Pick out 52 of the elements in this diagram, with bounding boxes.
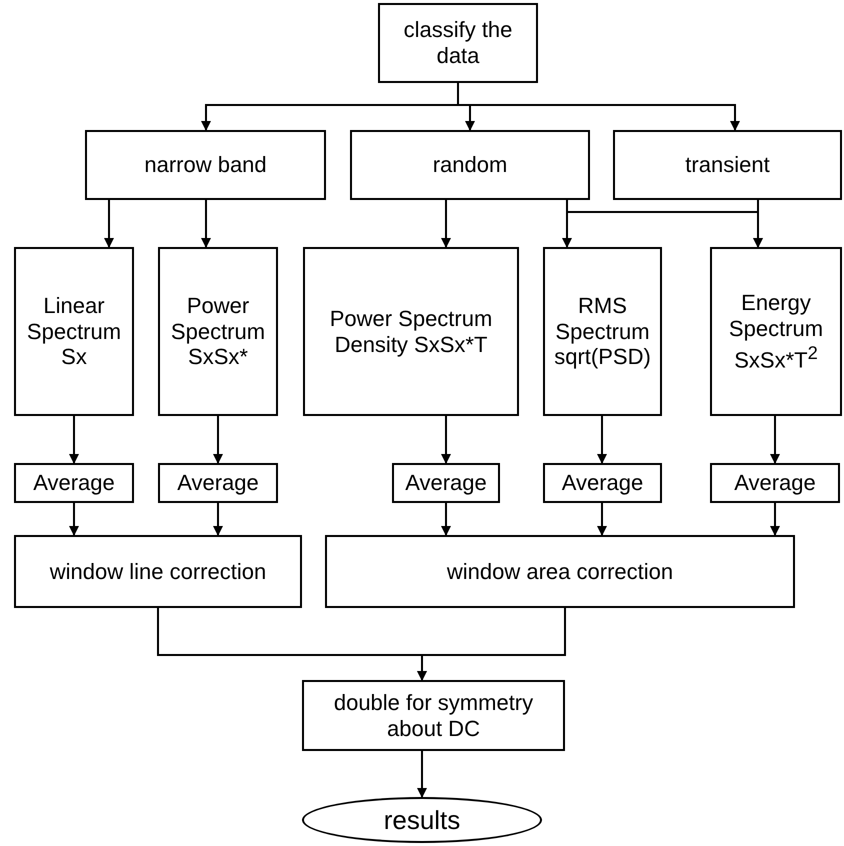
arrow <box>597 416 607 464</box>
node-label: window area correction <box>446 558 674 584</box>
node-label: Average <box>562 470 644 496</box>
arrow <box>213 503 223 536</box>
process-box <box>14 463 134 503</box>
node-label: results <box>384 804 460 836</box>
arrow <box>213 416 223 464</box>
process-box <box>710 247 842 416</box>
process-box <box>158 247 278 416</box>
process-box <box>350 130 590 200</box>
process-box <box>302 680 565 751</box>
arrow <box>597 503 607 536</box>
node-label: Average <box>177 470 259 496</box>
node-label: Energy Spectrum SxSx*T$^{2}$ <box>728 290 824 374</box>
process-box <box>613 130 842 200</box>
process-box <box>14 247 134 416</box>
arrow <box>770 416 780 464</box>
arrow <box>69 416 79 464</box>
process-box <box>303 247 519 416</box>
arrow <box>441 503 451 536</box>
node-label: transient <box>685 152 770 178</box>
node-label: random <box>432 152 508 178</box>
process-box <box>325 535 795 608</box>
process-box <box>158 463 278 503</box>
node-label: Power Spectrum Density SxSx*T <box>328 306 494 358</box>
node-label: Average <box>734 470 816 496</box>
node-label: window line correction <box>50 558 266 584</box>
arrow <box>441 200 451 248</box>
arrow <box>753 200 763 248</box>
process-box <box>710 463 840 503</box>
node-label: Average <box>405 470 487 496</box>
process-box <box>543 463 662 503</box>
arrow <box>770 503 780 536</box>
node-label: classify the data <box>402 17 514 69</box>
process-box <box>392 463 500 503</box>
node-label: RMS Spectrum sqrt(PSD) <box>553 292 652 370</box>
process-box <box>85 130 326 200</box>
process-box <box>543 247 662 416</box>
arrow <box>104 200 114 248</box>
process-box <box>378 3 538 83</box>
arrow <box>441 416 451 464</box>
arrow <box>69 503 79 536</box>
arrow <box>457 83 740 131</box>
node-label: Linear Spectrum Sx <box>26 292 122 370</box>
arrow <box>201 200 211 248</box>
node-label: Average <box>33 470 115 496</box>
arrow <box>417 751 427 798</box>
node-label: Power Spectrum SxSx* <box>170 292 266 370</box>
node-label: double for symmetry about DC <box>332 690 534 742</box>
arrow <box>417 608 566 681</box>
node-label: narrow band <box>144 152 267 178</box>
process-box <box>14 535 302 608</box>
